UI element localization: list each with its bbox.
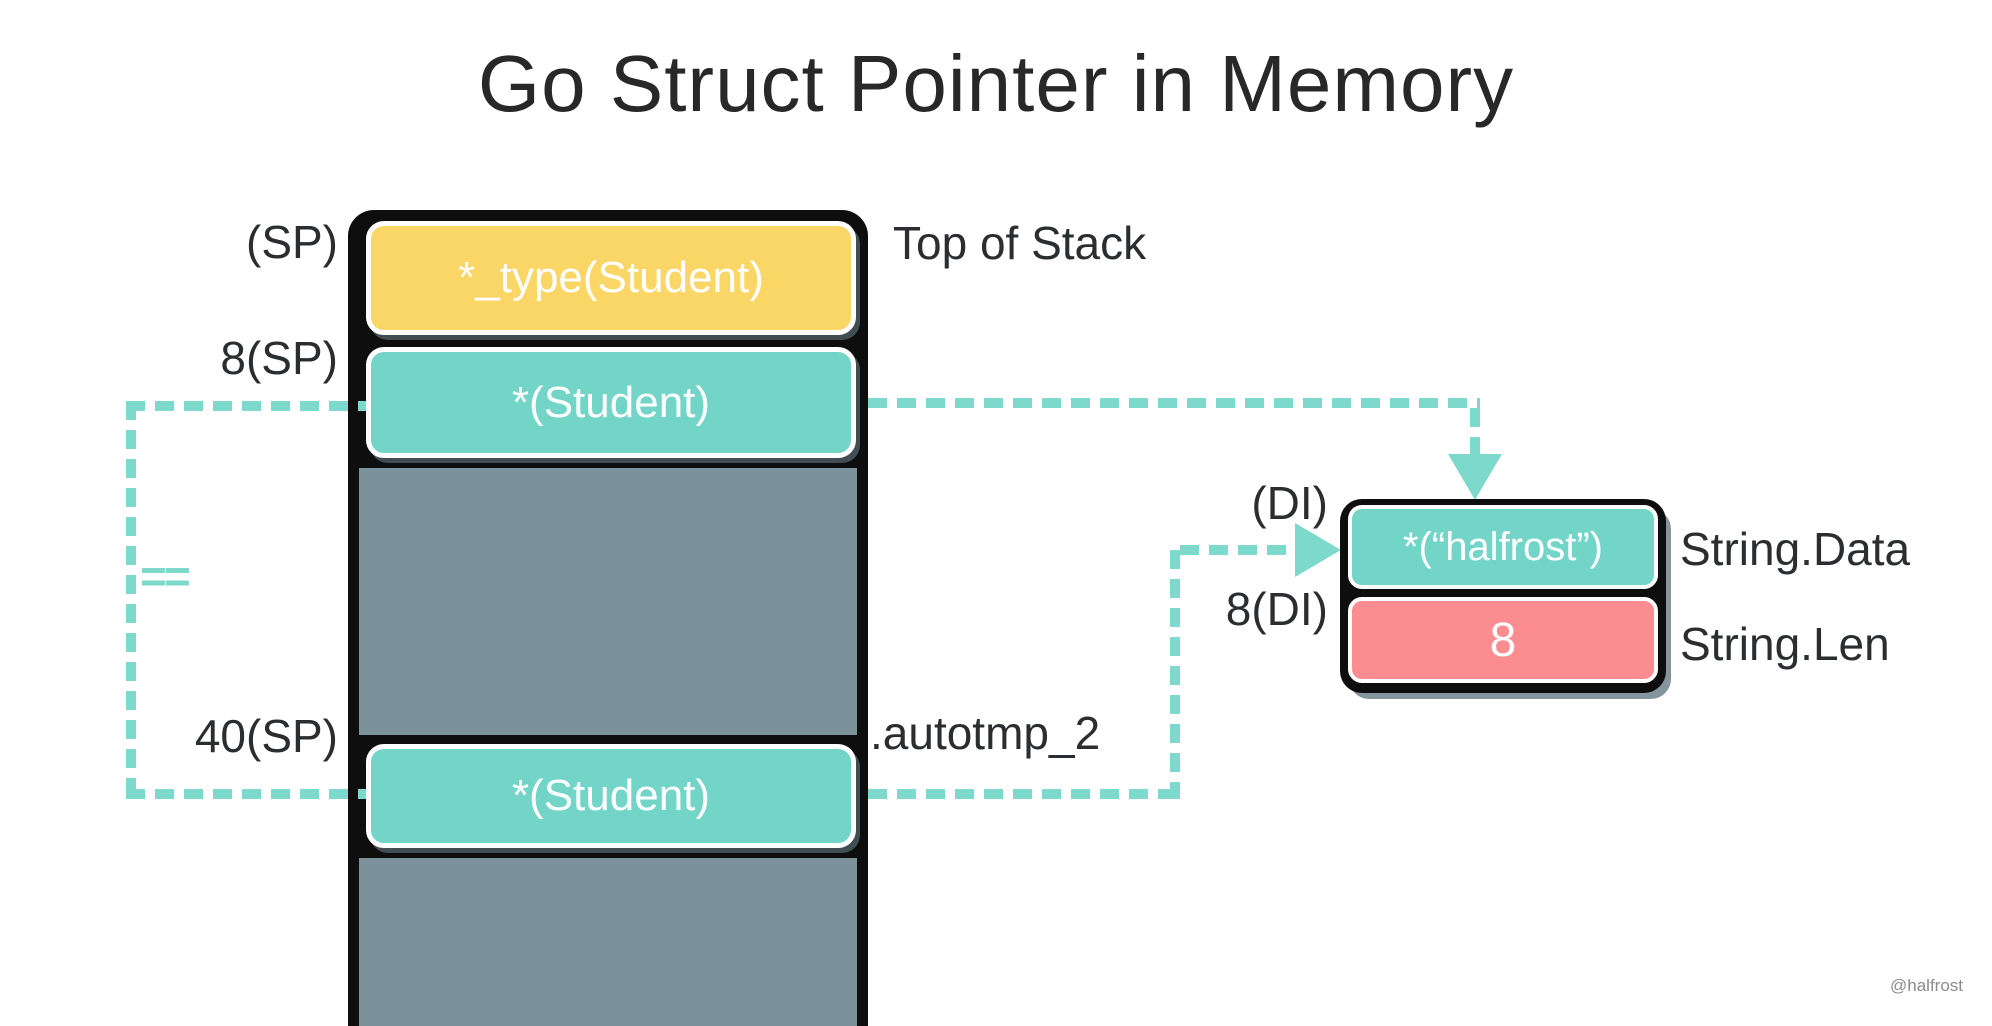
string-data-value: *(“halfrost”) xyxy=(1402,524,1604,569)
stack-cell-empty-2 xyxy=(359,858,857,1026)
pointer-line-autotmp-horizontal-1 xyxy=(868,789,1180,799)
stack-cell-empty-1 xyxy=(359,468,857,735)
equality-line-vertical xyxy=(126,401,136,799)
equality-label: == xyxy=(140,550,191,602)
pointer-line-sp8-horizontal xyxy=(868,398,1480,408)
pointer-line-autotmp-horizontal-2 xyxy=(1180,545,1295,555)
pointer-line-sp8-vertical xyxy=(1470,408,1480,456)
stack-cell-type-label: *_type(Student) xyxy=(458,253,764,302)
watermark: @halfrost xyxy=(1890,976,1964,995)
offset-label-40sp: 40(SP) xyxy=(194,710,338,762)
stack-cell-struct-pointer-2: *(Student) xyxy=(366,744,856,848)
equality-line-bottom xyxy=(126,789,366,799)
offset-label-8sp: 8(SP) xyxy=(220,332,338,384)
string-len-field-label: String.Len xyxy=(1680,618,1890,670)
equality-line-top xyxy=(126,401,366,411)
top-of-stack-label: Top of Stack xyxy=(893,217,1147,269)
offset-label-di: (DI) xyxy=(1251,477,1328,529)
stack-cell-struct-pointer-2-label: *(Student) xyxy=(511,771,711,820)
arrow-down-icon xyxy=(1448,454,1502,500)
arrow-right-icon xyxy=(1295,523,1341,577)
string-len-box: 8 xyxy=(1348,597,1658,683)
offset-label-8di: 8(DI) xyxy=(1225,583,1328,635)
offset-label-sp: (SP) xyxy=(246,216,338,268)
string-len-value: 8 xyxy=(1489,613,1517,667)
page-title: Go Struct Pointer in Memory xyxy=(477,39,1515,128)
autotmp-label: .autotmp_2 xyxy=(870,707,1101,759)
stack-cell-type-pointer: *_type(Student) xyxy=(366,221,856,335)
string-data-field-label: String.Data xyxy=(1680,523,1911,575)
stack-cell-struct-pointer-1: *(Student) xyxy=(366,347,856,458)
pointer-line-autotmp-vertical xyxy=(1170,550,1180,799)
stack-cell-struct-pointer-1-label: *(Student) xyxy=(511,377,711,427)
string-data-box: *(“halfrost”) xyxy=(1348,505,1658,589)
